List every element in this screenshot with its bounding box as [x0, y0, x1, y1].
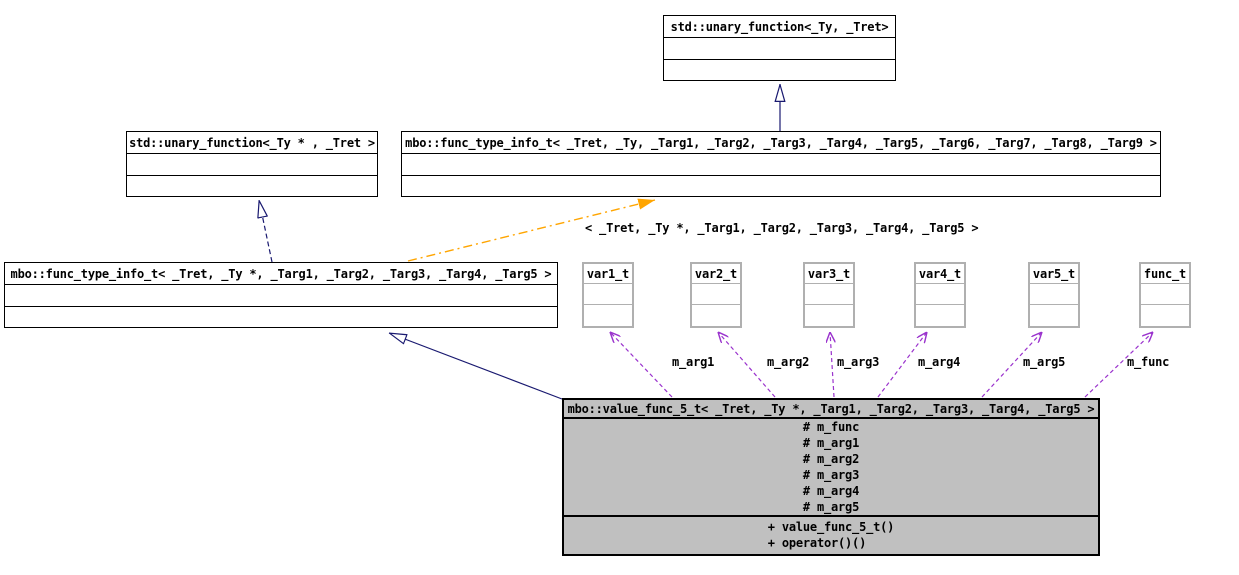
class-empty-attributes [1141, 284, 1189, 305]
class-empty-attributes [805, 284, 853, 305]
class-box-var5-t[interactable]: var5_t [1028, 262, 1080, 328]
class-title: var5_t [1030, 264, 1078, 284]
usage-label-m-arg3: m_arg3 [837, 355, 880, 369]
usage-label-m-arg2: m_arg2 [767, 355, 810, 369]
class-empty-attributes [1030, 284, 1078, 305]
class-attributes-section: # m_func # m_arg1 # m_arg2 # m_arg3 # m_… [564, 419, 1098, 515]
class-attribute: # m_arg2 [802, 452, 860, 466]
class-attribute: # m_arg4 [802, 484, 860, 498]
class-method: + value_func_5_t() [767, 520, 895, 534]
class-empty-attributes [127, 154, 377, 176]
usage-label-m-arg4: m_arg4 [918, 355, 961, 369]
class-empty-methods [5, 307, 557, 327]
usage-label-m-arg1: m_arg1 [672, 355, 715, 369]
class-title: var4_t [916, 264, 964, 284]
class-empty-attributes [584, 284, 632, 305]
class-box-func-type-info-general[interactable]: mbo::func_type_info_t< _Tret, _Ty, _Targ… [401, 131, 1161, 197]
usage-label-m-arg5: m_arg5 [1023, 355, 1066, 369]
class-title: std::unary_function<_Ty * , _Tret > [127, 132, 377, 154]
class-methods-section: + value_func_5_t() + operator()() [564, 515, 1098, 554]
class-attribute: # m_func [802, 420, 860, 434]
class-empty-methods [127, 176, 377, 196]
class-empty-attributes [5, 285, 557, 307]
class-empty-attributes [916, 284, 964, 305]
class-attribute: # m_arg1 [802, 436, 860, 450]
class-empty-attributes [664, 38, 895, 60]
class-box-func-t[interactable]: func_t [1139, 262, 1191, 328]
class-box-std-unary-function[interactable]: std::unary_function<_Ty, _Tret> [663, 15, 896, 81]
class-attribute: # m_arg3 [802, 468, 860, 482]
class-empty-methods [1030, 305, 1078, 326]
class-empty-methods [664, 60, 895, 80]
template-args-label: < _Tret, _Ty *, _Targ1, _Targ2, _Targ3, … [585, 221, 979, 235]
class-title: mbo::func_type_info_t< _Tret, _Ty *, _Ta… [5, 263, 557, 285]
inheritance-edge-valuefunc-to-functypeinfoptr [389, 333, 563, 400]
class-title: mbo::func_type_info_t< _Tret, _Ty, _Targ… [402, 132, 1160, 154]
class-title: var1_t [584, 264, 632, 284]
class-box-var4-t[interactable]: var4_t [914, 262, 966, 328]
class-empty-attributes [402, 154, 1160, 176]
class-box-var3-t[interactable]: var3_t [803, 262, 855, 328]
class-title: var3_t [805, 264, 853, 284]
class-title: func_t [1141, 264, 1189, 284]
class-box-func-type-info-ptr[interactable]: mbo::func_type_info_t< _Tret, _Ty *, _Ta… [4, 262, 558, 328]
class-attribute: # m_arg5 [802, 500, 860, 514]
class-empty-methods [1141, 305, 1189, 326]
class-title: mbo::value_func_5_t< _Tret, _Ty *, _Targ… [564, 400, 1098, 419]
class-empty-methods [584, 305, 632, 326]
inheritance-edge-functypeinfoptr-to-unaryfunctionptr [259, 200, 273, 263]
class-empty-methods [916, 305, 964, 326]
class-title: std::unary_function<_Ty, _Tret> [664, 16, 895, 38]
class-empty-attributes [692, 284, 740, 305]
usage-label-m-func: m_func [1127, 355, 1170, 369]
class-empty-methods [402, 176, 1160, 196]
class-box-std-unary-function-ptr[interactable]: std::unary_function<_Ty * , _Tret > [126, 131, 378, 197]
usage-edge-m-arg1 [610, 332, 673, 398]
class-box-var1-t[interactable]: var1_t [582, 262, 634, 328]
class-box-var2-t[interactable]: var2_t [690, 262, 742, 328]
usage-edge-m-arg3 [830, 332, 834, 398]
class-box-value-func-5-t[interactable]: mbo::value_func_5_t< _Tret, _Ty *, _Targ… [562, 398, 1100, 556]
class-empty-methods [692, 305, 740, 326]
class-title: var2_t [692, 264, 740, 284]
class-empty-methods [805, 305, 853, 326]
class-method: + operator()() [767, 536, 867, 550]
